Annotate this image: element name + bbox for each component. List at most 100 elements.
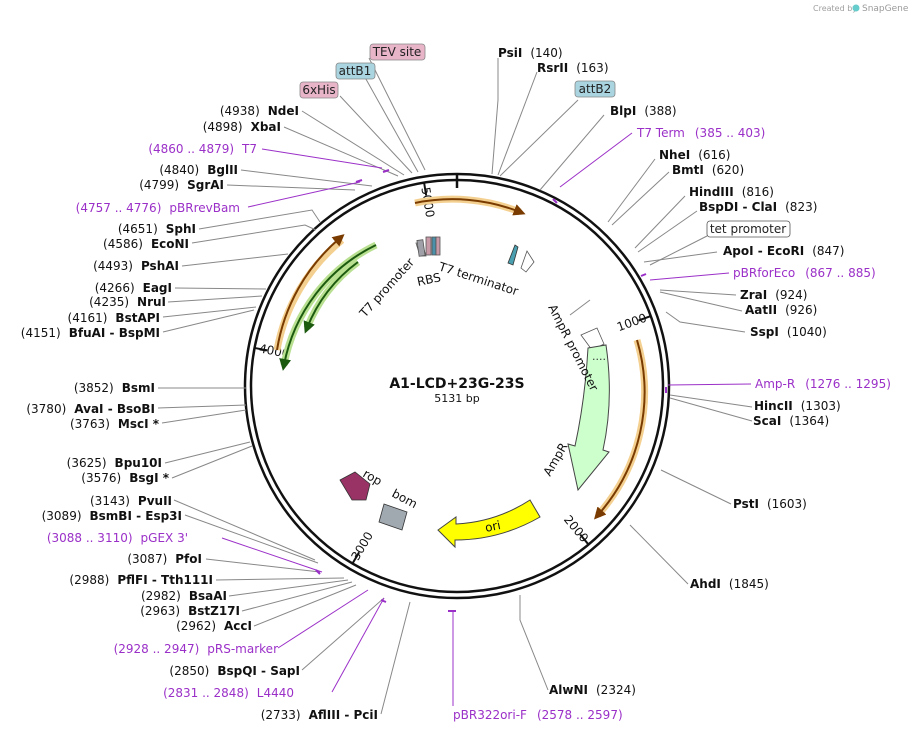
- bom-feature: [378, 503, 408, 531]
- plasmid-name: A1-LCD+23G-23S: [389, 376, 524, 392]
- feature-label-t7-promoter: T7 promoter: [356, 255, 417, 320]
- site-label: (4151)BfuAI - BspMI: [21, 326, 160, 340]
- site-label: (3089)BsmBI - Esp3I: [42, 509, 182, 523]
- ampr-dots: ....: [592, 350, 606, 363]
- tag-6xhis: 6xHis: [299, 81, 339, 99]
- tick-label: 1000: [615, 311, 648, 335]
- site-label: BlpI(388): [610, 104, 677, 118]
- primer-leaders: [221, 132, 752, 706]
- t7-terminator-outline: [520, 250, 535, 273]
- tag-label: attB1: [339, 64, 372, 78]
- ampr-feature-arrow: [567, 344, 610, 492]
- primer-label: (4860 .. 4879)T7: [148, 142, 257, 156]
- site-label: (4493)PshAI: [93, 259, 179, 273]
- site-label: (3576)BsgI *: [81, 471, 169, 485]
- tick-label: 2000: [561, 513, 591, 545]
- site-leaders-left: [157, 57, 426, 715]
- site-label: (4586)EcoNI: [103, 237, 189, 251]
- site-label: HindIII(816): [689, 185, 774, 199]
- site-label: (3143)PvuII: [90, 494, 172, 508]
- site-label: (4235)NruI: [89, 295, 166, 309]
- t7-promoter-blocks: [415, 236, 441, 257]
- orf-right-arrow: [594, 339, 646, 520]
- site-label: (3852)BsmI: [74, 381, 155, 395]
- primer-marks: [315, 169, 667, 612]
- orf-left-orange-bg: [273, 237, 345, 351]
- t7-terminator-mark: [507, 244, 519, 266]
- site-label: (3763)MscI *: [70, 417, 160, 431]
- feature-label-ori: ori: [484, 518, 502, 535]
- site-label: (4266)EagI: [95, 281, 172, 295]
- tag-label: TEV site: [372, 45, 422, 59]
- site-label: AlwNI(2324): [549, 683, 636, 697]
- credit-brand: SnapGene: [862, 4, 909, 14]
- tick-mark: [423, 182, 428, 196]
- tag-label: attB2: [579, 82, 612, 96]
- primer-label: pBR322ori-F(2578 .. 2597): [453, 708, 623, 722]
- site-label: (3780)AvaI - BsoBI: [26, 402, 155, 416]
- site-label: (2733)AflIII - PciI: [261, 708, 378, 722]
- tag-tet-promoter: tet promoter: [706, 220, 791, 238]
- tag-label: tet promoter: [710, 222, 786, 236]
- site-labels: PsiI(140)RsrII(163) BlpI(388) NheI(616)Bmt…: [21, 46, 891, 722]
- site-label: (4898)XbaI: [203, 120, 281, 134]
- plasmid-size: 5131 bp: [434, 392, 479, 405]
- feature-label-rbs: RBS: [416, 270, 442, 289]
- ori-feature-arrow: [437, 499, 541, 549]
- site-label: AatII(926): [745, 303, 817, 317]
- site-label: (2982)BsaAI: [141, 589, 227, 603]
- primer-label: (4757 .. 4776)pBRrevBam: [76, 201, 240, 215]
- feature-label-t7-terminator: T7 terminator: [436, 259, 520, 298]
- site-label: BmtI(620): [672, 163, 744, 177]
- site-label: SspI(1040): [750, 325, 827, 339]
- tag-attb2: attB2: [574, 80, 616, 98]
- site-label: (3625)Bpu10I: [67, 456, 162, 470]
- site-label: ZraI(924): [740, 288, 807, 302]
- tick-mark: [351, 551, 360, 565]
- primer-label: pBRforEco(867 .. 885): [733, 266, 876, 280]
- site-label: HincII(1303): [754, 399, 841, 413]
- tick-label: 3000: [348, 529, 376, 562]
- tick-mark: [579, 533, 590, 546]
- site-label: AhdI(1845): [690, 577, 769, 591]
- tag-label: 6xHis: [302, 83, 335, 97]
- site-label: PsiI(140): [498, 46, 563, 60]
- tag-tev-site: TEV site: [369, 43, 426, 61]
- tick-mark: [254, 346, 268, 352]
- orf-top-arrow: [414, 198, 526, 216]
- site-label: (4840)BglII: [159, 163, 238, 177]
- feature-label-ampr: AmpR: [540, 440, 570, 478]
- site-label: ScaI(1364): [753, 414, 829, 428]
- site-label: (4651)SphI: [118, 222, 196, 236]
- site-label: (4799)SgrAI: [139, 178, 224, 192]
- credit-created-by: Created by: [813, 4, 857, 13]
- site-label: (2962)AccI: [176, 619, 252, 633]
- snapgene-logo-icon: [852, 4, 860, 12]
- tick-mark: [638, 315, 652, 322]
- ampr-promoter-line: [569, 299, 591, 316]
- rop-feature: [339, 471, 371, 501]
- site-label: (4161)BstAPI: [68, 311, 160, 325]
- site-label: PstI(1603): [733, 497, 807, 511]
- orf-green-outer: [279, 244, 377, 371]
- primer-label: (2831 .. 2848)L4440: [163, 686, 294, 700]
- site-label: ApoI - EcoRI(847): [723, 244, 844, 258]
- site-label: (4938)NdeI: [220, 104, 299, 118]
- orf-left-orange: [276, 234, 345, 351]
- site-label: (3087)PfoI: [127, 552, 202, 566]
- primer-label: (3088 .. 3110)pGEX 3': [47, 531, 188, 545]
- primer-label: (2928 .. 2947)pRS-marker: [114, 642, 278, 656]
- orf-green-inner: [303, 261, 359, 334]
- site-label: BspDI - ClaI(823): [699, 200, 817, 214]
- site-label: (2963)BstZ17I: [140, 604, 240, 618]
- site-label: NheI(616): [659, 148, 730, 162]
- primer-label: Amp-R(1276 .. 1295): [755, 377, 891, 391]
- site-label: RsrII(163): [537, 61, 609, 75]
- primer-label: T7 Term(385 .. 403): [636, 126, 765, 140]
- site-leaders-right: [491, 58, 753, 691]
- site-label: (2850)BspQI - SapI: [169, 664, 300, 678]
- site-label: (2988)PflFI - Tth111I: [69, 573, 213, 587]
- ampr-promoter-arrow: [580, 327, 605, 351]
- tag-attb1: attB1: [335, 62, 376, 80]
